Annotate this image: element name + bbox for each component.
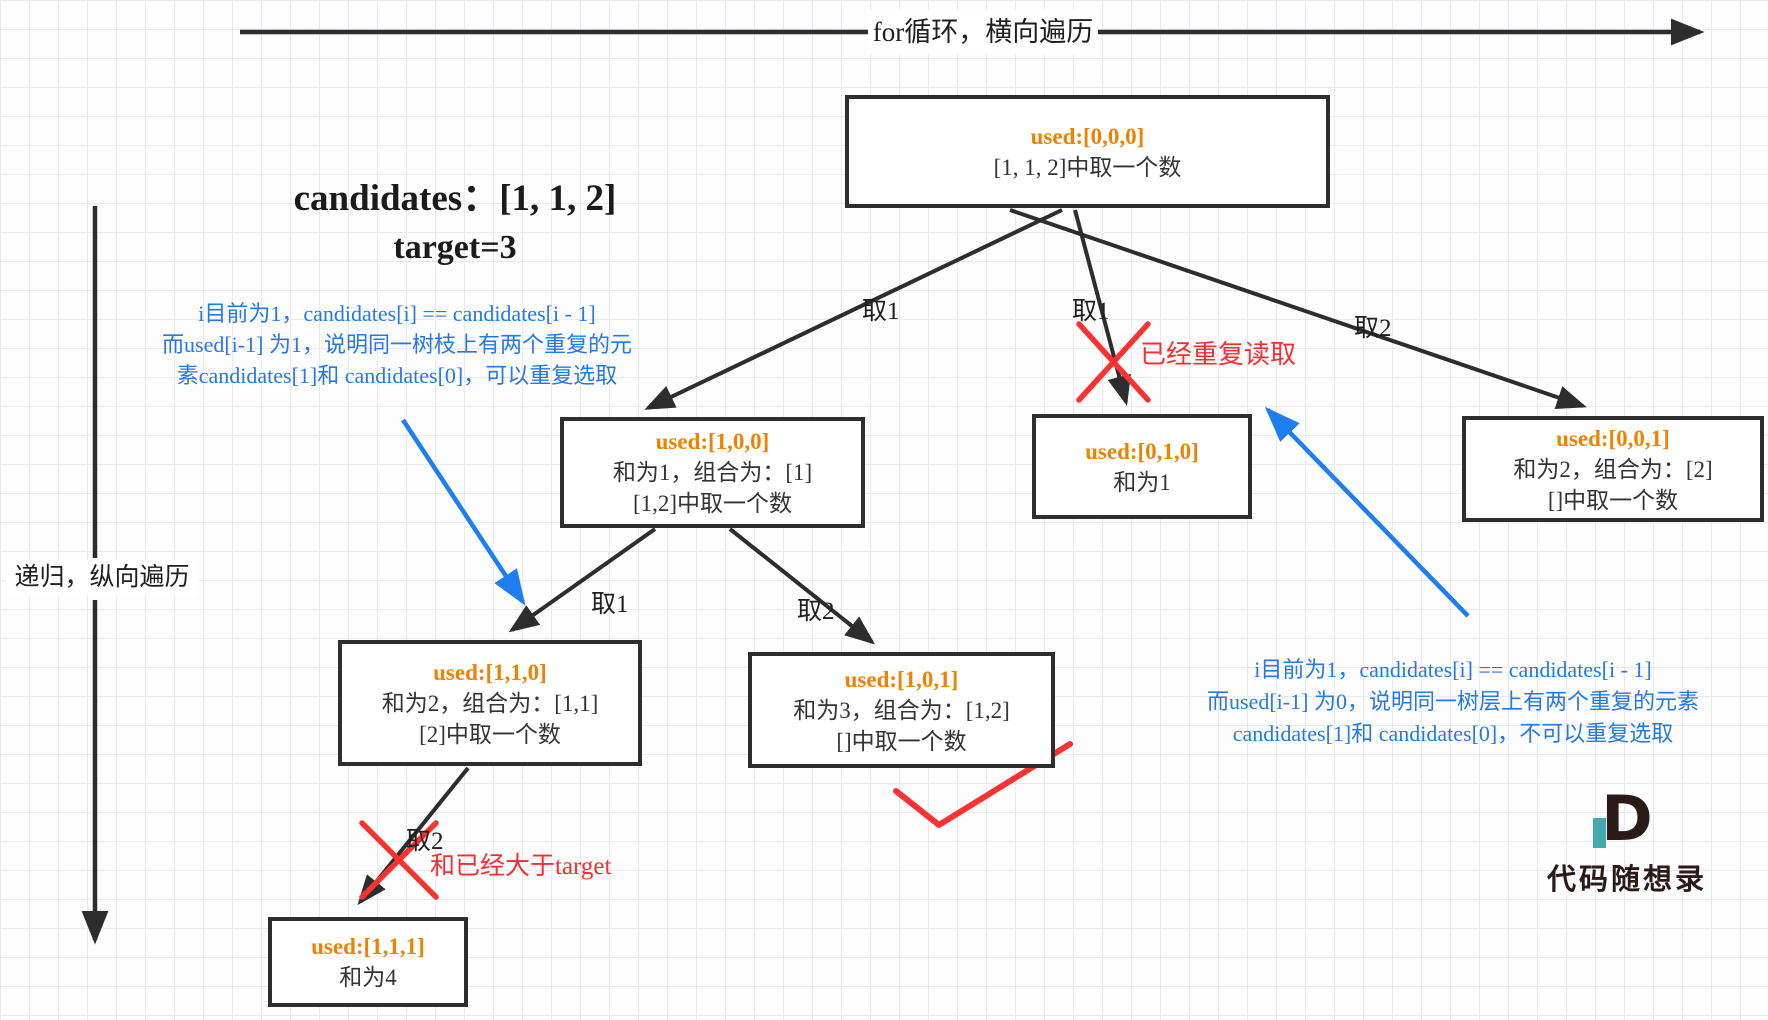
used-state-label: used:[0,0,1] <box>1556 425 1670 451</box>
node-text: [1,2]中取一个数 <box>632 491 793 516</box>
used-state-label: used:[0,1,0] <box>1085 438 1199 464</box>
recursion-axis-label: 递归，纵向遍历 <box>6 560 198 596</box>
red-cross-mark-icon <box>359 820 439 900</box>
note-line: i目前为1，candidates[i] == candidates[i - 1] <box>1254 657 1652 682</box>
node-text: []中取一个数 <box>836 728 967 754</box>
tree-edge-root-to-100 <box>644 208 1063 410</box>
tree-edge-100-to-110 <box>508 527 657 633</box>
node-text: [1, 1, 2]中取一个数 <box>993 154 1182 180</box>
branch-duplicate-note: i目前为1，candidates[i] == candidates[i - 1]… <box>100 298 694 391</box>
blue-annotation-arrow-left <box>401 418 526 606</box>
logo-d-mark-icon: D <box>1532 784 1722 854</box>
tree-edge-100-to-101 <box>728 527 876 645</box>
note-line: 素candidates[1]和 candidates[0]，可以重复选取 <box>176 363 618 388</box>
used-state-label: used:[1,1,0] <box>433 659 547 685</box>
node-text: []中取一个数 <box>1547 487 1679 513</box>
note-line: candidates[1]和 candidates[0]，不可以重复选取 <box>1232 721 1674 746</box>
used-state-label: used:[1,0,1] <box>844 666 959 692</box>
problem-statement: candidates：[1, 1, 2] target=3 <box>245 176 665 270</box>
tree-node-used-0-1-0: used:[0,1,0] 和为1 <box>1032 414 1252 519</box>
note-line: 而used[i-1] 为1，说明同一树枝上有两个重复的元 <box>162 332 632 357</box>
note-line: i目前为1，candidates[i] == candidates[i - 1] <box>198 301 596 326</box>
edge-label-root-left: 取1 <box>862 298 900 325</box>
target-text: target=3 <box>393 229 517 266</box>
tree-edge-root-to-001 <box>1009 208 1587 409</box>
edge-label-root-right: 取2 <box>1354 315 1392 342</box>
for-loop-axis-label: for循环，横向遍历 <box>868 10 1098 54</box>
edge-label-root-mid: 取1 <box>1072 298 1110 325</box>
duplicate-read-label: 已经重复读取 <box>1140 340 1297 369</box>
used-state-label: used:[0,0,0] <box>1030 123 1145 149</box>
node-text: 和为2，组合为：[2] <box>1513 456 1713 482</box>
logo: D 代码随想录 <box>1532 784 1722 898</box>
edge-label-bottom: 取2 <box>406 828 444 855</box>
used-state-label: used:[1,0,0] <box>655 429 770 454</box>
red-cross-mark-icon <box>1076 321 1151 403</box>
edge-label-child-left: 取1 <box>591 591 629 618</box>
logo-text: 代码随想录 <box>1546 864 1707 896</box>
note-line: 而used[i-1] 为0，说明同一树层上有两个重复的元素 <box>1207 689 1699 714</box>
tree-node-used-1-0-1: used:[1,0,1] 和为3，组合为：[1,2] []中取一个数 <box>748 652 1055 768</box>
logo-d-letter: D <box>1601 782 1653 855</box>
node-text: 和为1，组合为：[1] <box>612 460 813 485</box>
logo-teal-accent <box>1593 818 1606 848</box>
tree-node-used-1-1-0: used:[1,1,0] 和为2，组合为：[1,1] [2]中取一个数 <box>338 640 642 766</box>
node-text: 和为3，组合为：[1,2] <box>793 697 1010 723</box>
tree-node-used-1-1-1: used:[1,1,1] 和为4 <box>268 917 468 1007</box>
red-check-mark-icon <box>893 741 1073 828</box>
used-state-label: used:[1,1,1] <box>311 934 425 959</box>
exceed-target-label: 和已经大于target <box>430 853 612 880</box>
tree-node-used-1-0-0: used:[1,0,0] 和为1，组合为：[1] [1,2]中取一个数 <box>560 417 865 528</box>
node-text: [2]中取一个数 <box>419 721 561 747</box>
candidates-text: candidates：[1, 1, 2] <box>293 178 617 219</box>
tree-node-root: used:[0,0,0] [1, 1, 2]中取一个数 <box>845 95 1330 208</box>
tree-node-used-0-0-1: used:[0,0,1] 和为2，组合为：[2] []中取一个数 <box>1462 416 1764 522</box>
node-text: 和为4 <box>339 965 397 990</box>
node-text: 和为2，组合为：[1,1] <box>381 690 599 716</box>
node-text: 和为1 <box>1113 469 1171 495</box>
layer-duplicate-note: i目前为1，candidates[i] == candidates[i - 1]… <box>1148 654 1758 750</box>
edge-label-child-right: 取2 <box>797 598 835 625</box>
blue-annotation-arrow-right <box>1264 406 1470 618</box>
